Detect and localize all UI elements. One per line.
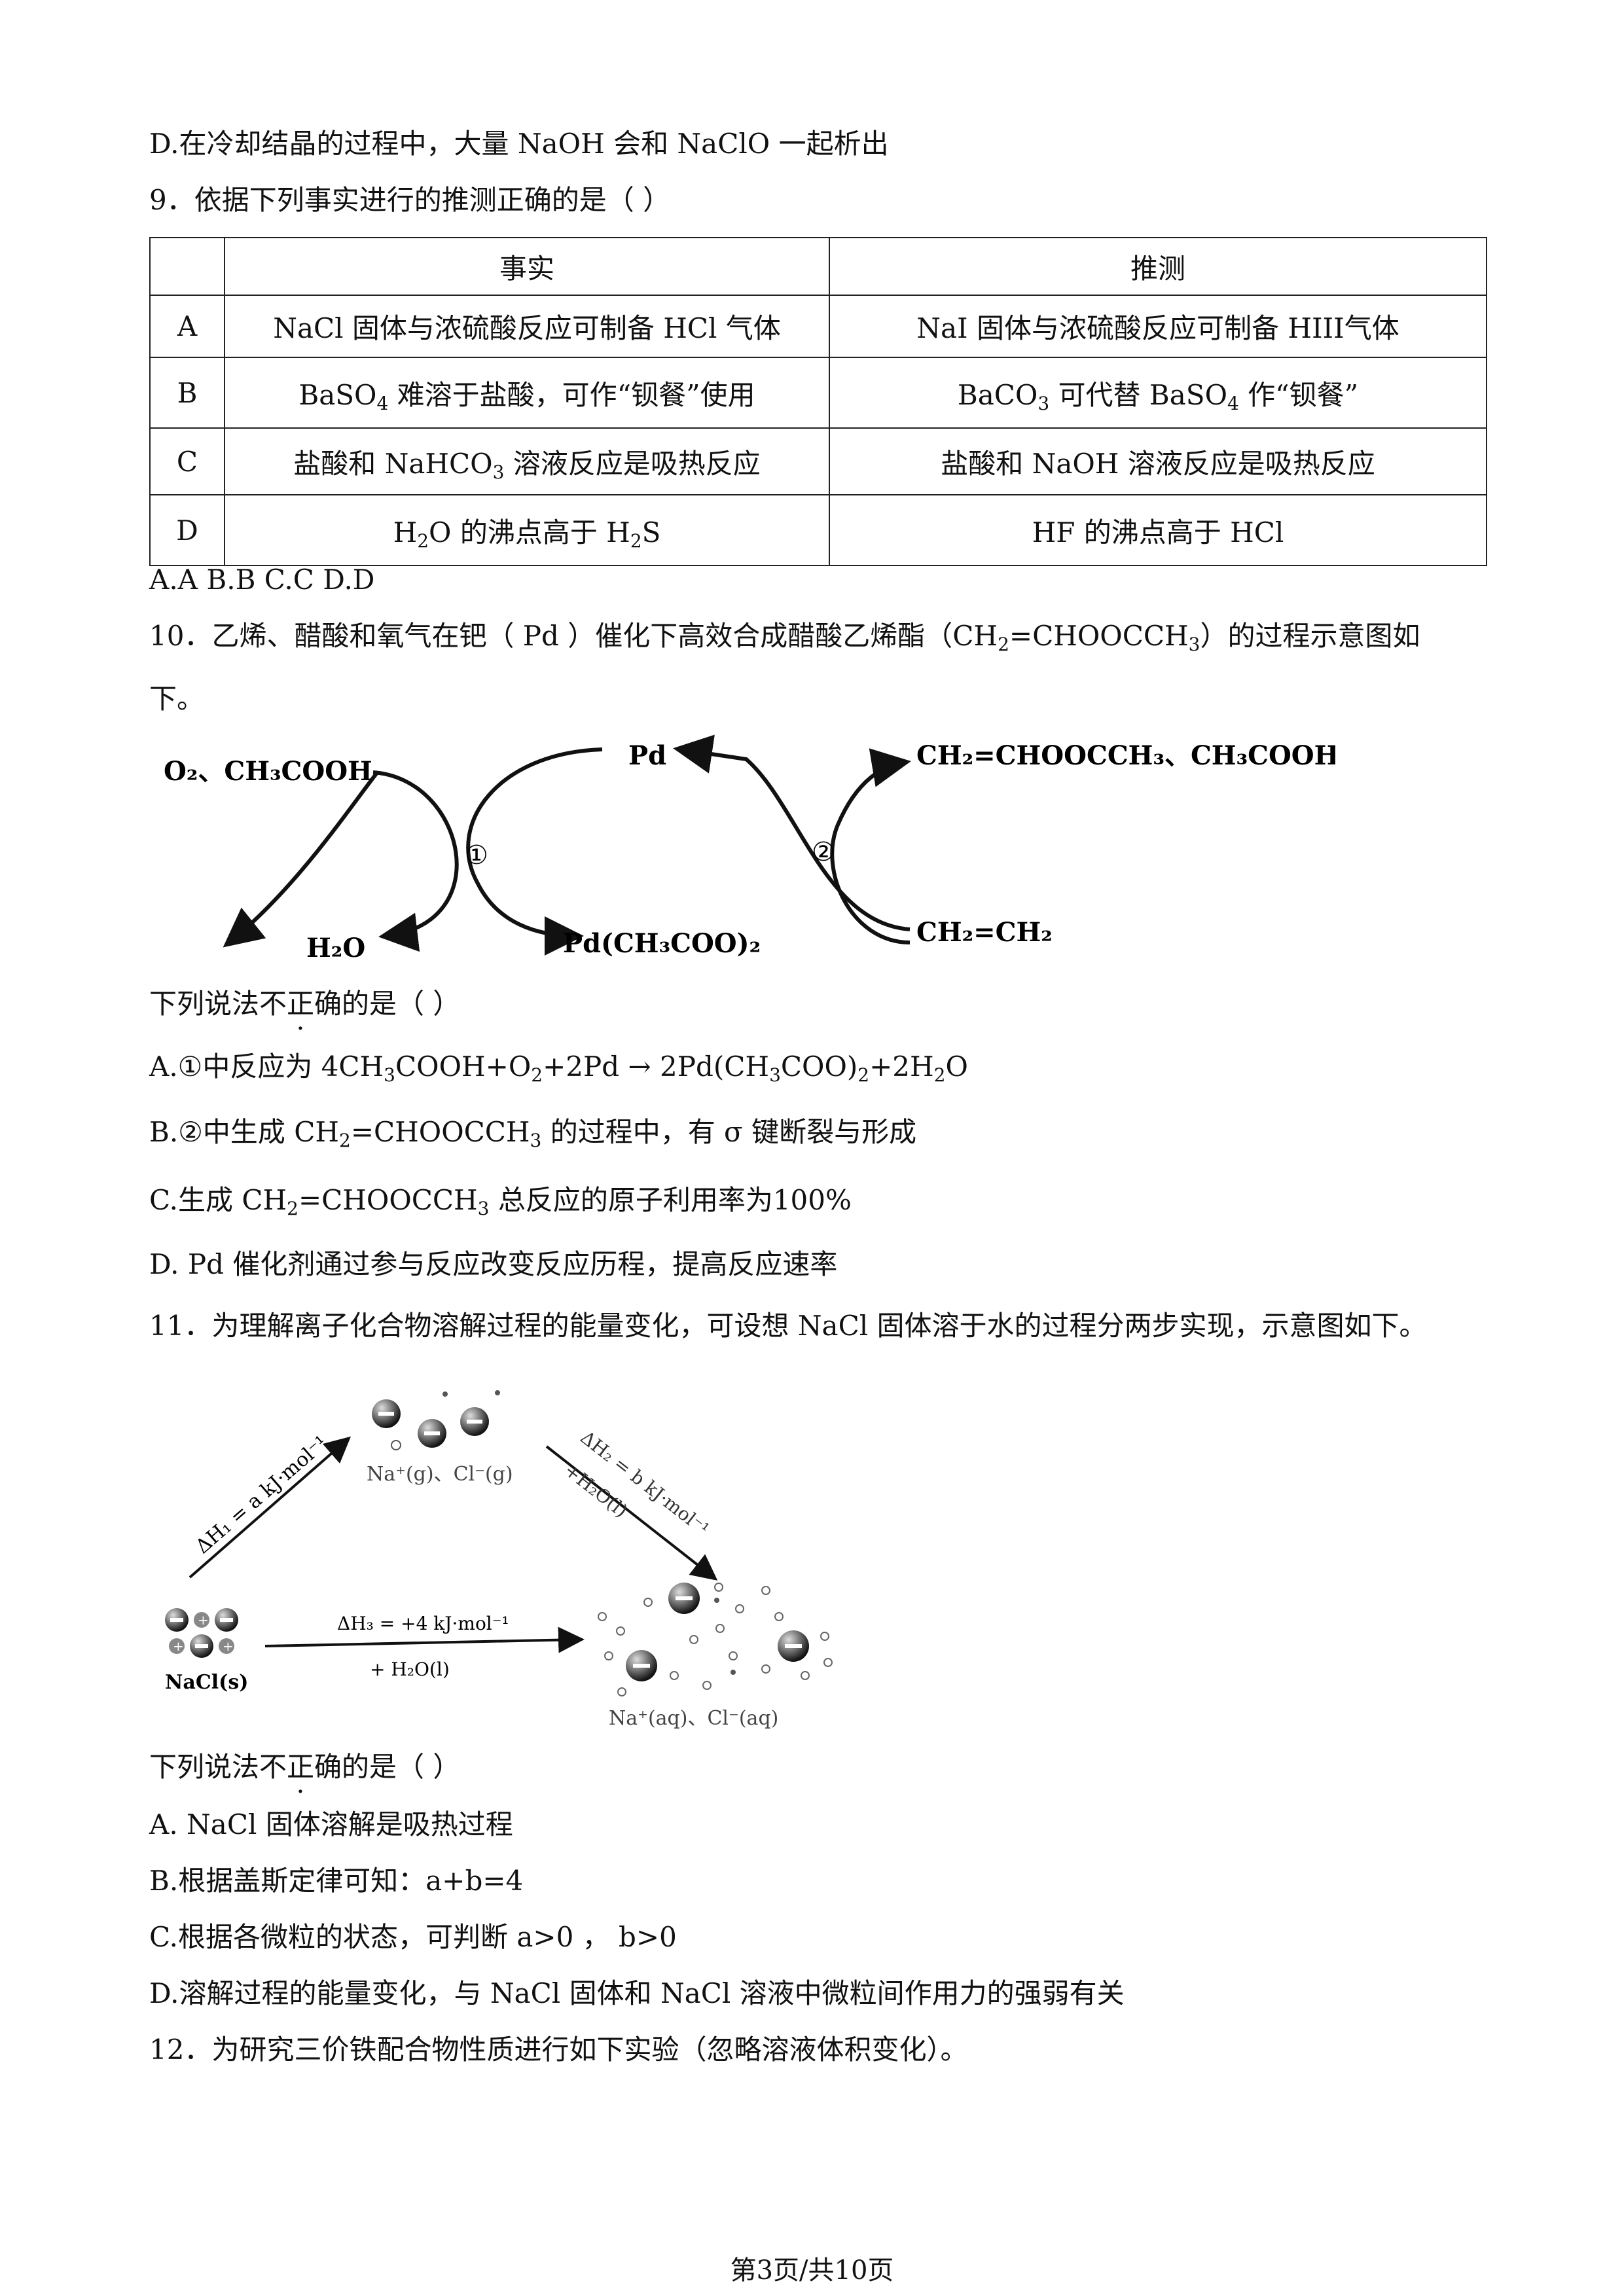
q11-option-d: D.溶解过程的能量变化，与 NaCl 固体和 NaCl 溶液中微粒间作用力的强弱… bbox=[149, 1977, 1125, 2009]
q10-catalysis-diagram: O₂、CH₃COOH Pd ① ② H₂O Pd(CH₃COO)₂ CH₂=CH… bbox=[164, 734, 1335, 963]
q8-option-d: D.在冷却结晶的过程中，大量 NaOH 会和 NaClO 一起析出 bbox=[149, 128, 889, 160]
arrow-dh3 bbox=[264, 1626, 585, 1653]
arrow-to-water bbox=[223, 772, 378, 948]
q10-option-b: B.②中生成 CH2=CHOOCCH3 的过程中，有 σ 键断裂与形成 bbox=[149, 1116, 917, 1151]
water-label: H₂O bbox=[306, 933, 365, 963]
q11-energy-cycle-diagram: Na⁺(g)、Cl⁻(g) + + + NaCl(s) ΔH₁ = a kJ·m… bbox=[165, 1390, 833, 1730]
aq-ions-label: Na⁺(aq)、Cl⁻(aq) bbox=[609, 1707, 778, 1730]
emphasis-dots: 不正确 bbox=[259, 988, 342, 1020]
hydrated-ions-icon bbox=[598, 1583, 833, 1696]
row-label: A bbox=[149, 295, 225, 358]
q10-option-c: C.生成 CH2=CHOOCCH3 总反应的原子利用率为100% bbox=[149, 1184, 852, 1219]
reactants-left-label: O₂、CH₃COOH bbox=[164, 756, 372, 787]
table-row: B BaSO4 难溶于盐酸，可作“钡餐”使用 BaCO3 可代替 BaSO4 作… bbox=[149, 357, 1487, 429]
table-row: A NaCl 固体与浓硫酸反应可制备 HCl 气体 NaI 固体与浓硫酸反应可制… bbox=[149, 295, 1487, 358]
row-label: D bbox=[149, 494, 225, 566]
row-label: C bbox=[149, 427, 225, 495]
svg-text:+: + bbox=[198, 1612, 209, 1628]
svg-text:+: + bbox=[223, 1638, 234, 1654]
table-header-guess: 推测 bbox=[829, 237, 1487, 296]
arrow-pd-to-acetate bbox=[466, 747, 603, 956]
page-footer: 第3页/共10页 bbox=[730, 2255, 894, 2286]
table-row: D H2O 的沸点高于 H2S HF 的沸点高于 HCl bbox=[149, 494, 1487, 566]
q10-stem-cont: 下。 bbox=[149, 683, 205, 715]
guess-cell: HF 的沸点高于 HCl bbox=[829, 494, 1487, 566]
fact-cell: H2O 的沸点高于 H2S bbox=[224, 494, 830, 566]
q10-question: 下列说法不正确的是（ ） bbox=[149, 986, 460, 1022]
table-header-row: 事实 推测 bbox=[149, 237, 1487, 296]
table-header-blank bbox=[149, 237, 225, 296]
svg-text:+: + bbox=[173, 1638, 184, 1654]
arrow-to-products bbox=[830, 748, 911, 944]
q10-option-a: A.①中反应为 4CH3COOH+O2+2Pd → 2Pd(CH3COO)2+2… bbox=[149, 1050, 968, 1086]
step1-label: ① bbox=[465, 840, 488, 870]
guess-cell: 盐酸和 NaOH 溶液反应是吸热反应 bbox=[829, 427, 1487, 495]
q9-options: A.A B.B C.C D.D bbox=[149, 564, 375, 596]
dh1-label: ΔH₁ = a kJ·mol⁻¹ bbox=[191, 1431, 333, 1558]
gas-ions-icon bbox=[372, 1390, 500, 1450]
q11-option-c: C.根据各微粒的状态，可判断 a>0 ， b>0 bbox=[149, 1921, 677, 1953]
q11-option-a: A. NaCl 固体溶解是吸热过程 bbox=[149, 1808, 513, 1840]
fact-cell: NaCl 固体与浓硫酸反应可制备 HCl 气体 bbox=[224, 295, 830, 358]
row-label: B bbox=[149, 357, 225, 429]
q12-stem: 12．为研究三价铁配合物性质进行如下实验（忽略溶液体积变化）。 bbox=[149, 2034, 968, 2066]
ethylene-label: CH₂=CH₂ bbox=[916, 917, 1053, 948]
arrow-step1-out bbox=[372, 770, 459, 952]
pd-acetate-label: Pd(CH₃COO)₂ bbox=[563, 928, 761, 959]
q10-option-d: D. Pd 催化剂通过参与反应改变反应历程，提高反应速率 bbox=[149, 1248, 838, 1280]
q10-stem: 10．乙烯、醋酸和氧气在钯（ Pd ）催化下高效合成醋酸乙烯酯（CH2=CHOO… bbox=[149, 620, 1420, 655]
q11-option-b: B.根据盖斯定律可知：a+b=4 bbox=[149, 1865, 524, 1897]
dh3-label: ΔH₃ = +4 kJ·mol⁻¹ bbox=[337, 1613, 509, 1634]
dh3-condition: + H₂O(l) bbox=[370, 1659, 450, 1680]
table-row: C 盐酸和 NaHCO3 溶液反应是吸热反应 盐酸和 NaOH 溶液反应是吸热反… bbox=[149, 427, 1487, 495]
pd-label: Pd bbox=[628, 740, 666, 771]
table-header-fact: 事实 bbox=[224, 237, 830, 296]
guess-cell: BaCO3 可代替 BaSO4 作“钡餐” bbox=[829, 357, 1487, 429]
q11-stem: 11．为理解离子化合物溶解过程的能量变化，可设想 NaCl 固体溶于水的过程分两… bbox=[149, 1310, 1427, 1342]
step2-label: ② bbox=[812, 837, 835, 867]
q11-question: 下列说法不正确的是（ ） bbox=[149, 1749, 460, 1785]
gas-ions-label: Na⁺(g)、Cl⁻(g) bbox=[367, 1463, 513, 1486]
q9-stem: 9．依据下列事实进行的推测正确的是（ ） bbox=[149, 184, 671, 216]
solid-nacl-label: NaCl(s) bbox=[165, 1671, 248, 1694]
fact-cell: 盐酸和 NaHCO3 溶液反应是吸热反应 bbox=[224, 427, 830, 495]
q9-fact-table: 事实 推测 A NaCl 固体与浓硫酸反应可制备 HCl 气体 NaI 固体与浓… bbox=[149, 237, 1487, 566]
arrow-dh2 bbox=[545, 1445, 718, 1581]
fact-cell: BaSO4 难溶于盐酸，可作“钡餐”使用 bbox=[224, 357, 830, 429]
solid-nacl-icon: + + + bbox=[165, 1608, 238, 1658]
guess-cell: NaI 固体与浓硫酸反应可制备 HIII气体 bbox=[829, 295, 1487, 358]
emphasis-dots: 不正确 bbox=[259, 1751, 342, 1783]
arrow-acetate-to-pd bbox=[673, 734, 911, 931]
arrow-dh1 bbox=[189, 1436, 352, 1579]
products-right-label: CH₂=CHOOCCH₃、CH₃COOH bbox=[916, 740, 1335, 771]
